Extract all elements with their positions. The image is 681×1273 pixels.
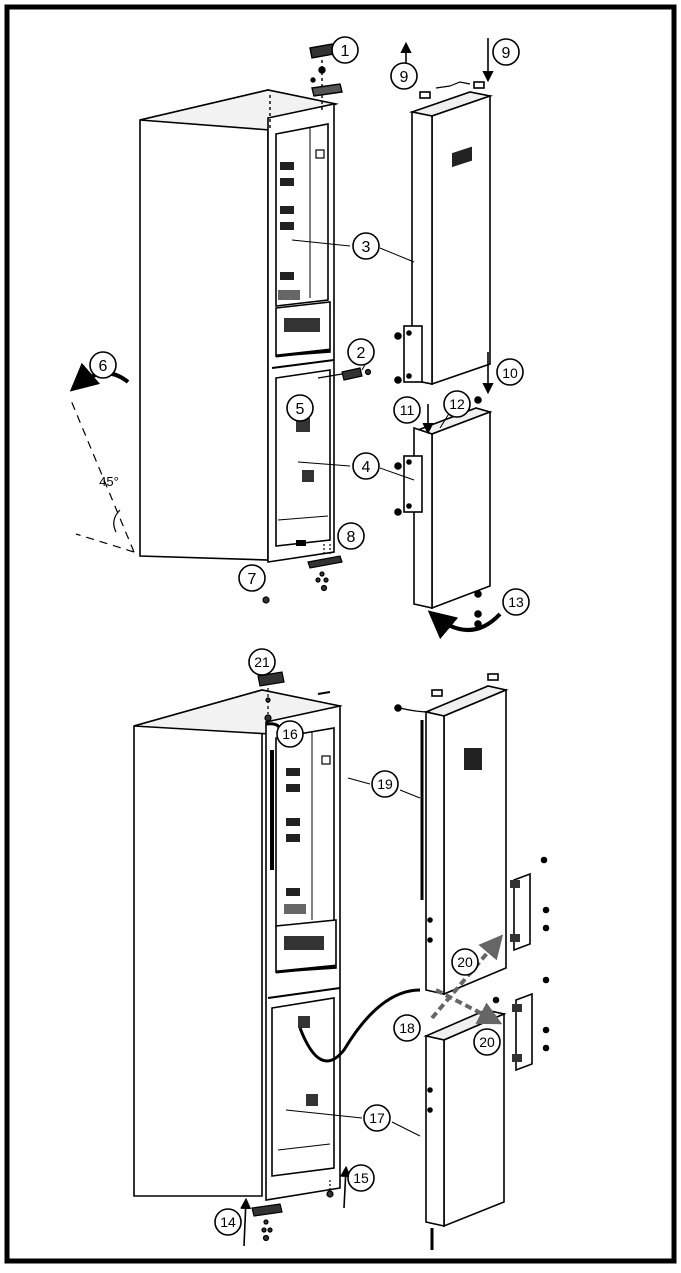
cabinet-side bbox=[133, 688, 263, 1197]
cabinet-side bbox=[139, 88, 269, 561]
callout-9b: 9 bbox=[502, 45, 511, 62]
callout-20a: 20 bbox=[457, 954, 473, 970]
callout-18: 18 bbox=[399, 1020, 415, 1036]
callout-10: 10 bbox=[502, 365, 518, 381]
callout-17: 17 bbox=[369, 1110, 385, 1126]
callout-12: 12 bbox=[449, 396, 465, 412]
hinge-14-parts bbox=[251, 1180, 334, 1242]
callout-9a: 9 bbox=[400, 69, 409, 86]
callout-1: 1 bbox=[341, 43, 350, 60]
callout-3: 3 bbox=[362, 239, 371, 256]
callout-labels: 1 2 3 4 5 6 7 8 9 9 10 11 12 13 14 15 16… bbox=[99, 43, 524, 1230]
callout-15: 15 bbox=[353, 1170, 369, 1186]
callout-6: 6 bbox=[99, 358, 108, 375]
callout-20b: 20 bbox=[479, 1034, 495, 1050]
upper-door-bottom bbox=[394, 673, 509, 996]
handle-swap-arrows bbox=[430, 934, 504, 1025]
handles-right bbox=[492, 856, 550, 1072]
arrows-bottom bbox=[240, 1165, 352, 1247]
callout-16: 16 bbox=[282, 726, 298, 742]
callout-2: 2 bbox=[357, 345, 366, 362]
fridge-bottom-illustration bbox=[133, 688, 343, 1201]
callouts bbox=[89, 36, 530, 1236]
callout-13: 13 bbox=[508, 594, 524, 610]
angle-label: 45° bbox=[99, 474, 119, 489]
fridge-top-illustration bbox=[139, 88, 339, 563]
middle-hinge-parts bbox=[317, 367, 372, 381]
callout-21: 21 bbox=[254, 654, 270, 670]
callout-8: 8 bbox=[347, 529, 356, 546]
callout-7: 7 bbox=[248, 571, 257, 588]
callout-14: 14 bbox=[220, 1214, 236, 1230]
top-hinge-parts bbox=[269, 43, 343, 128]
upper-door-top bbox=[394, 81, 494, 386]
lower-door-bottom bbox=[423, 1009, 507, 1250]
bottom-hinge-parts bbox=[262, 544, 343, 604]
callout-5: 5 bbox=[296, 401, 305, 418]
wire-18 bbox=[298, 988, 421, 1063]
callout-11: 11 bbox=[400, 402, 415, 418]
arrows-top bbox=[400, 38, 502, 640]
freezer-compartment bbox=[271, 997, 335, 1177]
callout-4: 4 bbox=[362, 459, 371, 476]
hinge-21-parts bbox=[257, 671, 331, 735]
callout-19: 19 bbox=[377, 776, 393, 792]
